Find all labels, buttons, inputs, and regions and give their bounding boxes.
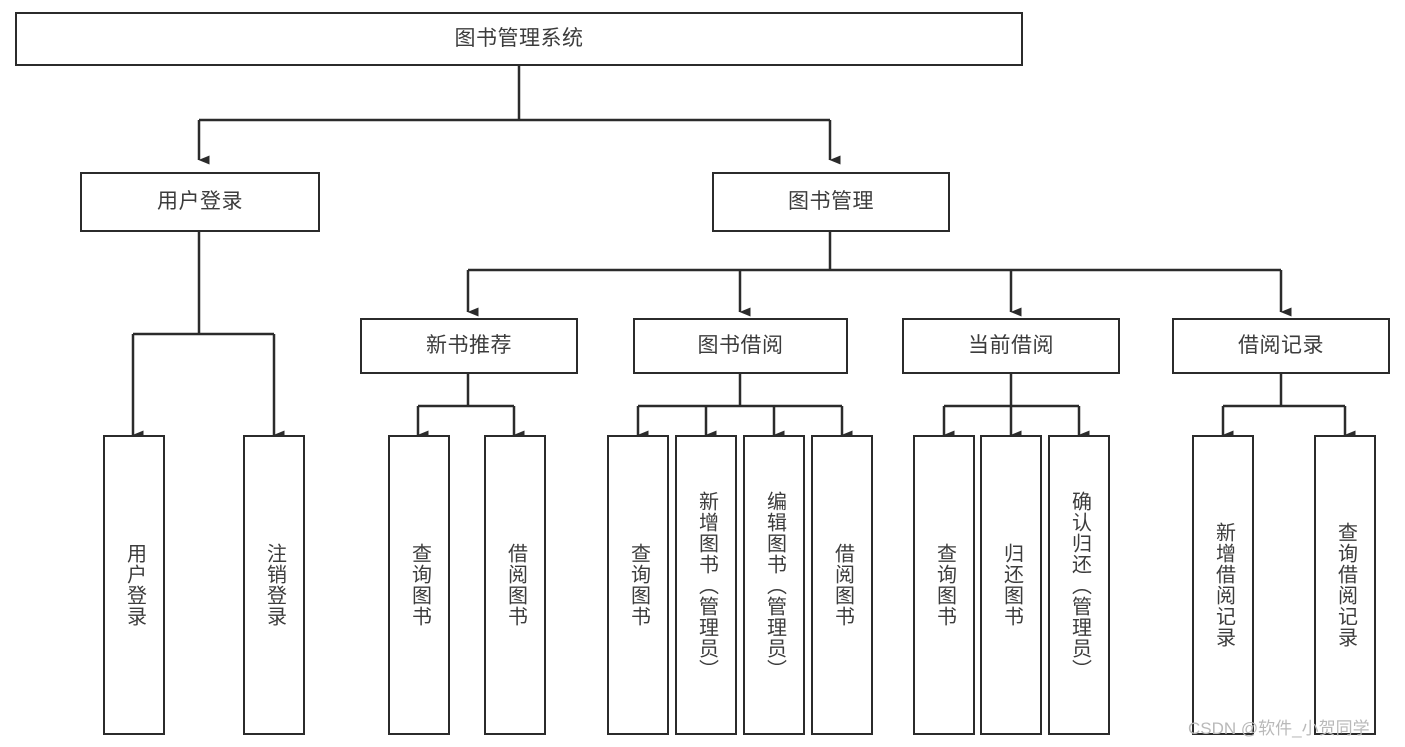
node-label: 查询图书 bbox=[408, 543, 431, 627]
node-label: 图书借阅 bbox=[697, 333, 784, 357]
leaf-user-login-logout[interactable]: 注销登录 bbox=[243, 435, 305, 735]
leaf-new-book-query[interactable]: 查询图书 bbox=[388, 435, 450, 735]
leaf-current-borrow-confirm-return[interactable]: 确认归还（管理员） bbox=[1048, 435, 1110, 735]
leaf-borrow-record-query[interactable]: 查询借阅记录 bbox=[1314, 435, 1376, 735]
node-book-management[interactable]: 图书管理 bbox=[712, 172, 950, 232]
leaf-current-borrow-return[interactable]: 归还图书 bbox=[980, 435, 1042, 735]
node-label: 查询图书 bbox=[933, 543, 956, 627]
node-label: 归还图书 bbox=[1000, 543, 1023, 627]
leaf-book-borrow-edit[interactable]: 编辑图书（管理员） bbox=[743, 435, 805, 735]
node-label: 借阅图书 bbox=[831, 543, 854, 627]
leaf-user-login-login[interactable]: 用户登录 bbox=[103, 435, 165, 735]
node-borrow-record[interactable]: 借阅记录 bbox=[1172, 318, 1390, 374]
leaf-book-borrow-query[interactable]: 查询图书 bbox=[607, 435, 669, 735]
node-label: 编辑图书（管理员） bbox=[763, 490, 786, 680]
node-label: 新增借阅记录 bbox=[1212, 522, 1235, 648]
node-label: 借阅图书 bbox=[504, 543, 527, 627]
leaf-new-book-borrow[interactable]: 借阅图书 bbox=[484, 435, 546, 735]
node-label: 查询图书 bbox=[627, 543, 650, 627]
node-label: 新书推荐 bbox=[426, 333, 512, 357]
node-label: 借阅记录 bbox=[1238, 333, 1324, 357]
node-new-book-recommend[interactable]: 新书推荐 bbox=[360, 318, 578, 374]
node-book-borrow[interactable]: 图书借阅 bbox=[633, 318, 848, 374]
node-label: 用户登录 bbox=[157, 189, 243, 213]
leaf-book-borrow-add[interactable]: 新增图书（管理员） bbox=[675, 435, 737, 735]
node-current-borrow[interactable]: 当前借阅 bbox=[902, 318, 1120, 374]
node-label: 新增图书（管理员） bbox=[695, 490, 718, 680]
node-label: 当前借阅 bbox=[968, 333, 1054, 357]
node-root-book-management-system[interactable]: 图书管理系统 bbox=[15, 12, 1023, 66]
node-label: 注销登录 bbox=[263, 543, 286, 627]
node-label: 图书管理 bbox=[788, 189, 874, 213]
node-label: 确认归还（管理员） bbox=[1068, 490, 1091, 680]
leaf-current-borrow-query[interactable]: 查询图书 bbox=[913, 435, 975, 735]
node-label: 图书管理系统 bbox=[454, 26, 584, 50]
node-label: 查询借阅记录 bbox=[1334, 522, 1357, 648]
watermark: CSDN @软件_小贺同学 bbox=[1188, 719, 1370, 738]
node-label: 用户登录 bbox=[123, 543, 146, 627]
leaf-borrow-record-add[interactable]: 新增借阅记录 bbox=[1192, 435, 1254, 735]
leaf-book-borrow-borrow[interactable]: 借阅图书 bbox=[811, 435, 873, 735]
node-user-login[interactable]: 用户登录 bbox=[80, 172, 320, 232]
